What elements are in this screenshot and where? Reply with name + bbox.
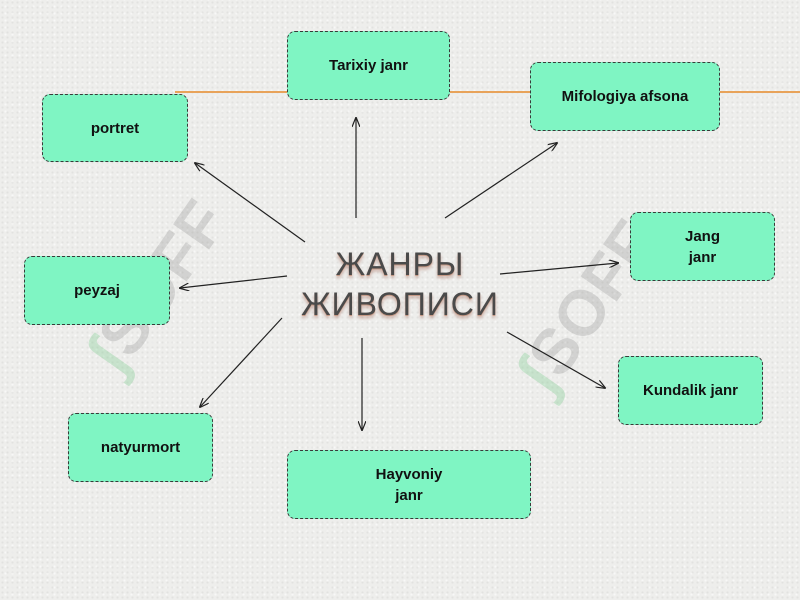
arrow-to-kundalik [506,331,605,388]
node-hayvoniy-janr: Hayvoniy janr [287,450,531,519]
node-portret: portret [42,94,188,162]
center-title: ЖАНРЫ ЖИВОПИСИ [301,246,499,322]
arrow-to-mifologiya [444,143,557,219]
node-natyurmort: natyurmort [68,413,213,482]
arrow-to-natyurmort [200,317,283,407]
node-kundalik-janr: Kundalik janr [618,356,763,425]
node-tarixiy-janr: Tarixiy janr [287,31,450,100]
node-mifologiya-afsona: Mifologiya afsona [530,62,720,131]
node-jang-janr: Jang janr [630,212,775,281]
arrow-to-jang [499,263,618,275]
arrow-to-peyzaj [180,275,288,288]
node-peyzaj: peyzaj [24,256,170,325]
accent-line [175,91,800,93]
arrow-to-portret [195,163,306,243]
